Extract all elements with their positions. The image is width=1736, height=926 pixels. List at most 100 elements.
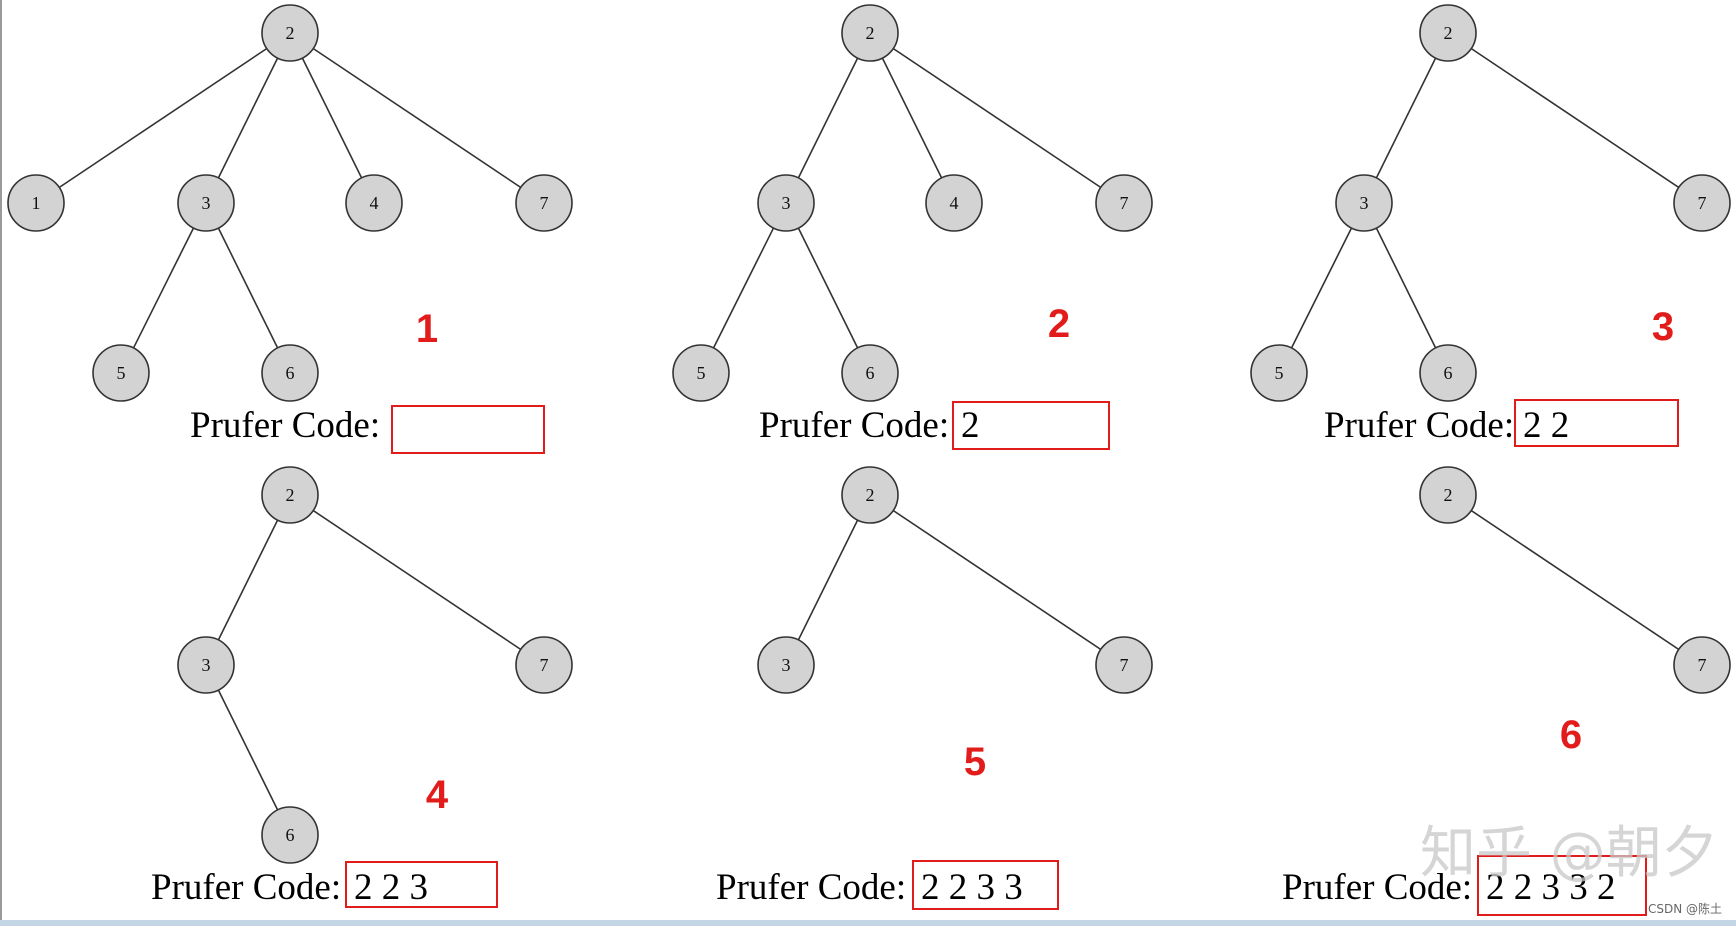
- node-circle: [515, 636, 573, 694]
- tree-node-1: 1: [7, 174, 65, 232]
- node-label: 2: [1444, 485, 1453, 505]
- node-label: 5: [697, 363, 706, 383]
- prufer-code-value: 2 2 3 3 2: [1486, 867, 1616, 908]
- node-circle: [1673, 174, 1731, 232]
- step-number: 5: [964, 740, 986, 784]
- watermark: 知乎 @朝夕: [1420, 821, 1718, 886]
- node-circle: [1419, 4, 1477, 62]
- node-circle: [177, 636, 235, 694]
- tree-node-5: 5: [1250, 344, 1308, 402]
- edge-2-7: [869, 32, 1125, 204]
- tree-node-4: 4: [345, 174, 403, 232]
- node-label: 3: [782, 655, 791, 675]
- tree-node-6: 6: [841, 344, 899, 402]
- node-label: 2: [866, 23, 875, 43]
- prufer-code-box: [952, 401, 1110, 450]
- node-label: 5: [1275, 363, 1284, 383]
- tree-node-2: 2: [841, 466, 899, 524]
- tree-node-5: 5: [672, 344, 730, 402]
- prufer-code-label: Prufer Code:: [1324, 405, 1514, 446]
- node-circle: [7, 174, 65, 232]
- edge-2-3: [1363, 32, 1449, 204]
- prufer-code-value: 2 2: [1523, 405, 1569, 446]
- node-label: 2: [286, 485, 295, 505]
- tree-node-5: 5: [92, 344, 150, 402]
- tree-node-3: 3: [177, 636, 235, 694]
- tree-node-3: 3: [177, 174, 235, 232]
- node-label: 2: [866, 485, 875, 505]
- tree-node-7: 7: [1095, 636, 1153, 694]
- prufer-code-box: [1514, 399, 1679, 447]
- left-border: [0, 0, 2, 926]
- edge-2-7: [289, 32, 545, 204]
- edge-2-3: [205, 494, 291, 666]
- prufer-code-label: Prufer Code:: [1282, 867, 1472, 908]
- node-circle: [177, 174, 235, 232]
- prufer-code-label: Prufer Code:: [716, 867, 906, 908]
- node-circle: [1673, 636, 1731, 694]
- node-label: 2: [1444, 23, 1453, 43]
- edge-3-5: [700, 202, 787, 374]
- node-circle: [261, 4, 319, 62]
- node-label: 4: [950, 193, 959, 213]
- prufer-code-label: Prufer Code:: [759, 405, 949, 446]
- node-label: 3: [1360, 193, 1369, 213]
- edge-2-4: [869, 32, 955, 204]
- node-circle: [515, 174, 573, 232]
- node-circle: [1419, 344, 1477, 402]
- prufer-code-box: [391, 405, 545, 454]
- node-circle: [841, 4, 899, 62]
- node-label: 7: [540, 193, 549, 213]
- bottom-border: [0, 920, 1736, 926]
- edge-2-7: [289, 494, 545, 666]
- edge-2-1: [35, 32, 291, 204]
- node-label: 7: [540, 655, 549, 675]
- node-circle: [757, 174, 815, 232]
- node-label: 6: [1444, 363, 1453, 383]
- prufer-code-value: 2 2 3 3: [921, 867, 1023, 908]
- tree-node-2: 2: [841, 4, 899, 62]
- node-label: 2: [286, 23, 295, 43]
- prufer-code-box: [912, 860, 1059, 910]
- node-label: 3: [202, 655, 211, 675]
- edge-3-6: [785, 202, 871, 374]
- node-circle: [92, 344, 150, 402]
- tree-node-4: 4: [925, 174, 983, 232]
- node-circle: [1095, 174, 1153, 232]
- node-circle: [261, 344, 319, 402]
- tree-node-3: 3: [757, 636, 815, 694]
- node-circle: [345, 174, 403, 232]
- node-label: 7: [1120, 655, 1129, 675]
- edge-2-3: [205, 32, 291, 204]
- tree-node-3: 3: [757, 174, 815, 232]
- node-label: 6: [286, 825, 295, 845]
- edge-3-6: [1363, 202, 1449, 374]
- step-number: 1: [416, 307, 438, 351]
- edge-3-5: [120, 202, 207, 374]
- step-number: 3: [1652, 305, 1674, 349]
- edge-2-7: [1447, 494, 1703, 666]
- tree-node-6: 6: [261, 806, 319, 864]
- tree-node-6: 6: [1419, 344, 1477, 402]
- node-circle: [1095, 636, 1153, 694]
- node-circle: [1335, 174, 1393, 232]
- tree-node-2: 2: [1419, 4, 1477, 62]
- node-label: 4: [370, 193, 379, 213]
- edge-3-6: [205, 202, 291, 374]
- node-label: 1: [32, 193, 41, 213]
- node-label: 3: [202, 193, 211, 213]
- prufer-code-box: [345, 861, 498, 908]
- node-circle: [925, 174, 983, 232]
- node-label: 6: [286, 363, 295, 383]
- node-circle: [1250, 344, 1308, 402]
- edge-2-7: [869, 494, 1125, 666]
- tree-node-2: 2: [261, 466, 319, 524]
- edge-2-3: [785, 494, 871, 666]
- tree-node-7: 7: [1673, 174, 1731, 232]
- prufer-code-value: 2: [961, 405, 980, 446]
- tree-node-2: 2: [1419, 466, 1477, 524]
